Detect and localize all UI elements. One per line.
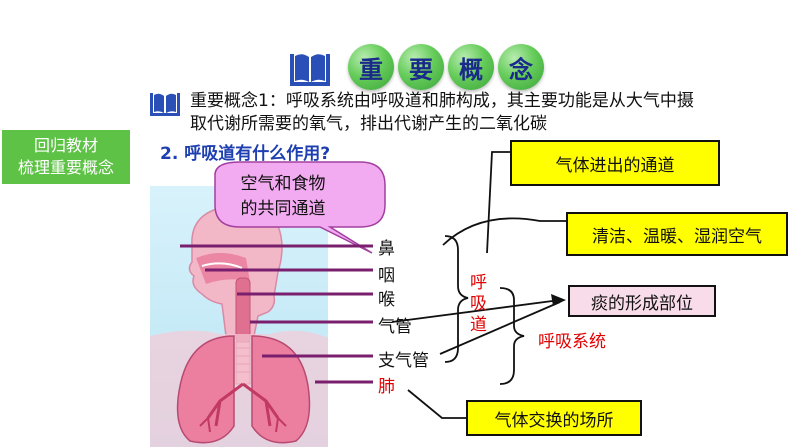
speech-line-2: 的共同通道 xyxy=(240,199,326,219)
question-heading: 2. 呼吸道有什么作用? xyxy=(160,144,331,164)
respiratory-system-label: 呼吸系统 xyxy=(538,332,606,352)
review-textbook-label: 回归教材 梳理重要概念 xyxy=(2,130,130,184)
label-nose: 鼻 xyxy=(378,239,395,259)
label-bronchi: 支气管 xyxy=(378,351,429,371)
concept-line-2: 取代谢所需要的氧气，排出代谢产生的二氧化碳 xyxy=(190,114,547,134)
side-label-line-1: 回归教材 xyxy=(33,136,98,155)
clean-warm-moist-box: 清洁、温暖、湿润空气 xyxy=(566,212,788,256)
title-char-1: 重 xyxy=(348,44,394,90)
concept-line-1: 重要概念1：呼吸系统由呼吸道和肺构成，其主要功能是从大气中摄 xyxy=(190,91,694,111)
respiratory-system-brace xyxy=(499,287,525,385)
speech-line-1: 空气和食物 xyxy=(240,174,326,194)
title-char-2: 要 xyxy=(398,44,444,90)
label-pharynx: 咽 xyxy=(378,266,395,286)
speech-bubble-shape xyxy=(214,161,386,254)
gas-exchange-connector xyxy=(407,389,468,419)
respiratory-tract-brace xyxy=(444,235,469,363)
phlegm-arrowhead xyxy=(551,294,566,306)
small-book-icon xyxy=(150,93,180,116)
gas-passage-box: 气体进出的通道 xyxy=(510,140,720,186)
respiratory-tract-label: 呼吸道 xyxy=(470,273,487,335)
title-char-4: 念 xyxy=(498,44,544,90)
open-book-icon xyxy=(290,54,330,86)
phlegm-site-box: 痰的形成部位 xyxy=(568,285,716,317)
speech-bubble-text: 空气和食物 的共同通道 xyxy=(208,172,358,222)
label-larynx: 喉 xyxy=(378,290,395,310)
side-label-line-2: 梳理重要概念 xyxy=(17,158,114,177)
gas-exchange-box: 气体交换的场所 xyxy=(466,400,642,436)
trachea-phlegm-arrow xyxy=(391,299,561,323)
gas-passage-connector xyxy=(486,151,512,254)
label-lungs: 肺 xyxy=(378,377,395,397)
label-trachea: 气管 xyxy=(378,317,412,337)
clean-connector xyxy=(442,217,566,246)
title-char-3: 概 xyxy=(448,44,494,90)
important-concept-text: 重要概念1：呼吸系统由呼吸道和肺构成，其主要功能是从大气中摄 取代谢所需要的氧气… xyxy=(190,90,790,136)
respiratory-system-illustration xyxy=(150,205,328,447)
bronchi-phlegm-arrow xyxy=(439,301,561,355)
